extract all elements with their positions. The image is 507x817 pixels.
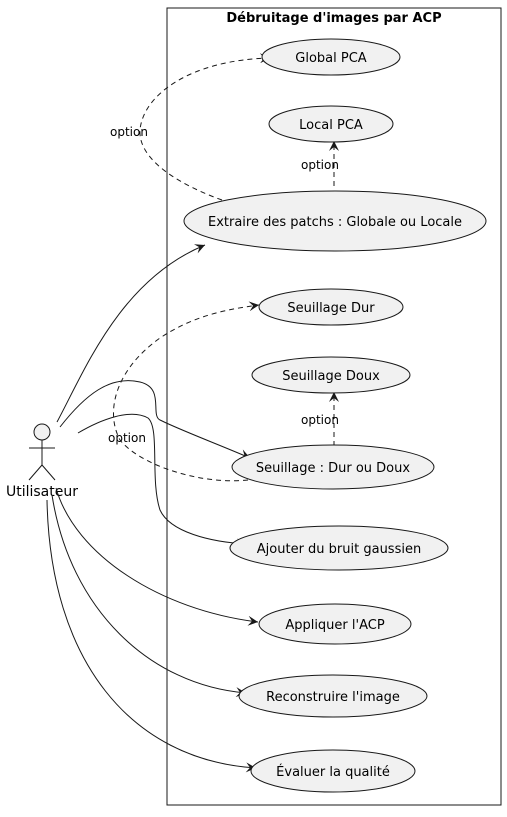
actor-leg-left [28, 464, 43, 481]
usecase-reconstruire-label: Reconstruire l'image [266, 690, 400, 705]
usecase-extract-label: Extraire des patchs : Globale ou Locale [208, 215, 462, 230]
edge-rebuild [51, 494, 247, 698]
usecase-bruit-label: Ajouter du bruit gaussien [257, 542, 421, 557]
edge-extract [56, 244, 206, 423]
edge-evaluate [46, 499, 257, 773]
usecase-acp [258, 603, 412, 645]
usecase-reconstruire [238, 674, 428, 718]
system-title: Débruitage d'images par ACP [226, 11, 441, 26]
usecase-evaluer [250, 749, 416, 793]
usecase-seuillage-dur-label: Seuillage Dur [287, 301, 375, 316]
edge-noise [77, 413, 248, 549]
edge-acp [55, 487, 259, 626]
usecase-global-pca [261, 38, 401, 76]
edge-option-hard [113, 301, 260, 482]
label-option-soft: option [301, 413, 339, 427]
label-option-local: option [301, 158, 339, 172]
label-option-global: option [110, 125, 148, 139]
usecase-extract [183, 190, 487, 252]
usecase-seuillage-doux [251, 356, 411, 394]
usecase-global-pca-label: Global PCA [295, 51, 367, 66]
label-option-hard: option [108, 431, 146, 445]
edge-threshold [59, 380, 251, 459]
usecase-seuillage-label: Seuillage : Dur ou Doux [256, 461, 410, 476]
edge-option-global [139, 53, 271, 201]
association-edges [46, 244, 259, 773]
system-boundary [166, 7, 502, 806]
actor-leg-right [41, 464, 56, 481]
usecase-acp-label: Appliquer l'ACP [285, 618, 385, 633]
actor-label: Utilisateur [6, 484, 78, 500]
usecase-seuillage [231, 444, 435, 490]
usecase-seuillage-doux-label: Seuillage Doux [282, 369, 380, 384]
actor-head [33, 423, 51, 441]
usecase-bruit [229, 525, 449, 571]
option-edges [113, 53, 339, 482]
actor-utilisateur [28, 423, 56, 481]
usecase-seuillage-dur [258, 288, 404, 326]
usecase-local-pca [268, 105, 394, 143]
usecase-evaluer-label: Évaluer la qualité [276, 764, 390, 780]
usecase-local-pca-label: Local PCA [299, 118, 363, 133]
